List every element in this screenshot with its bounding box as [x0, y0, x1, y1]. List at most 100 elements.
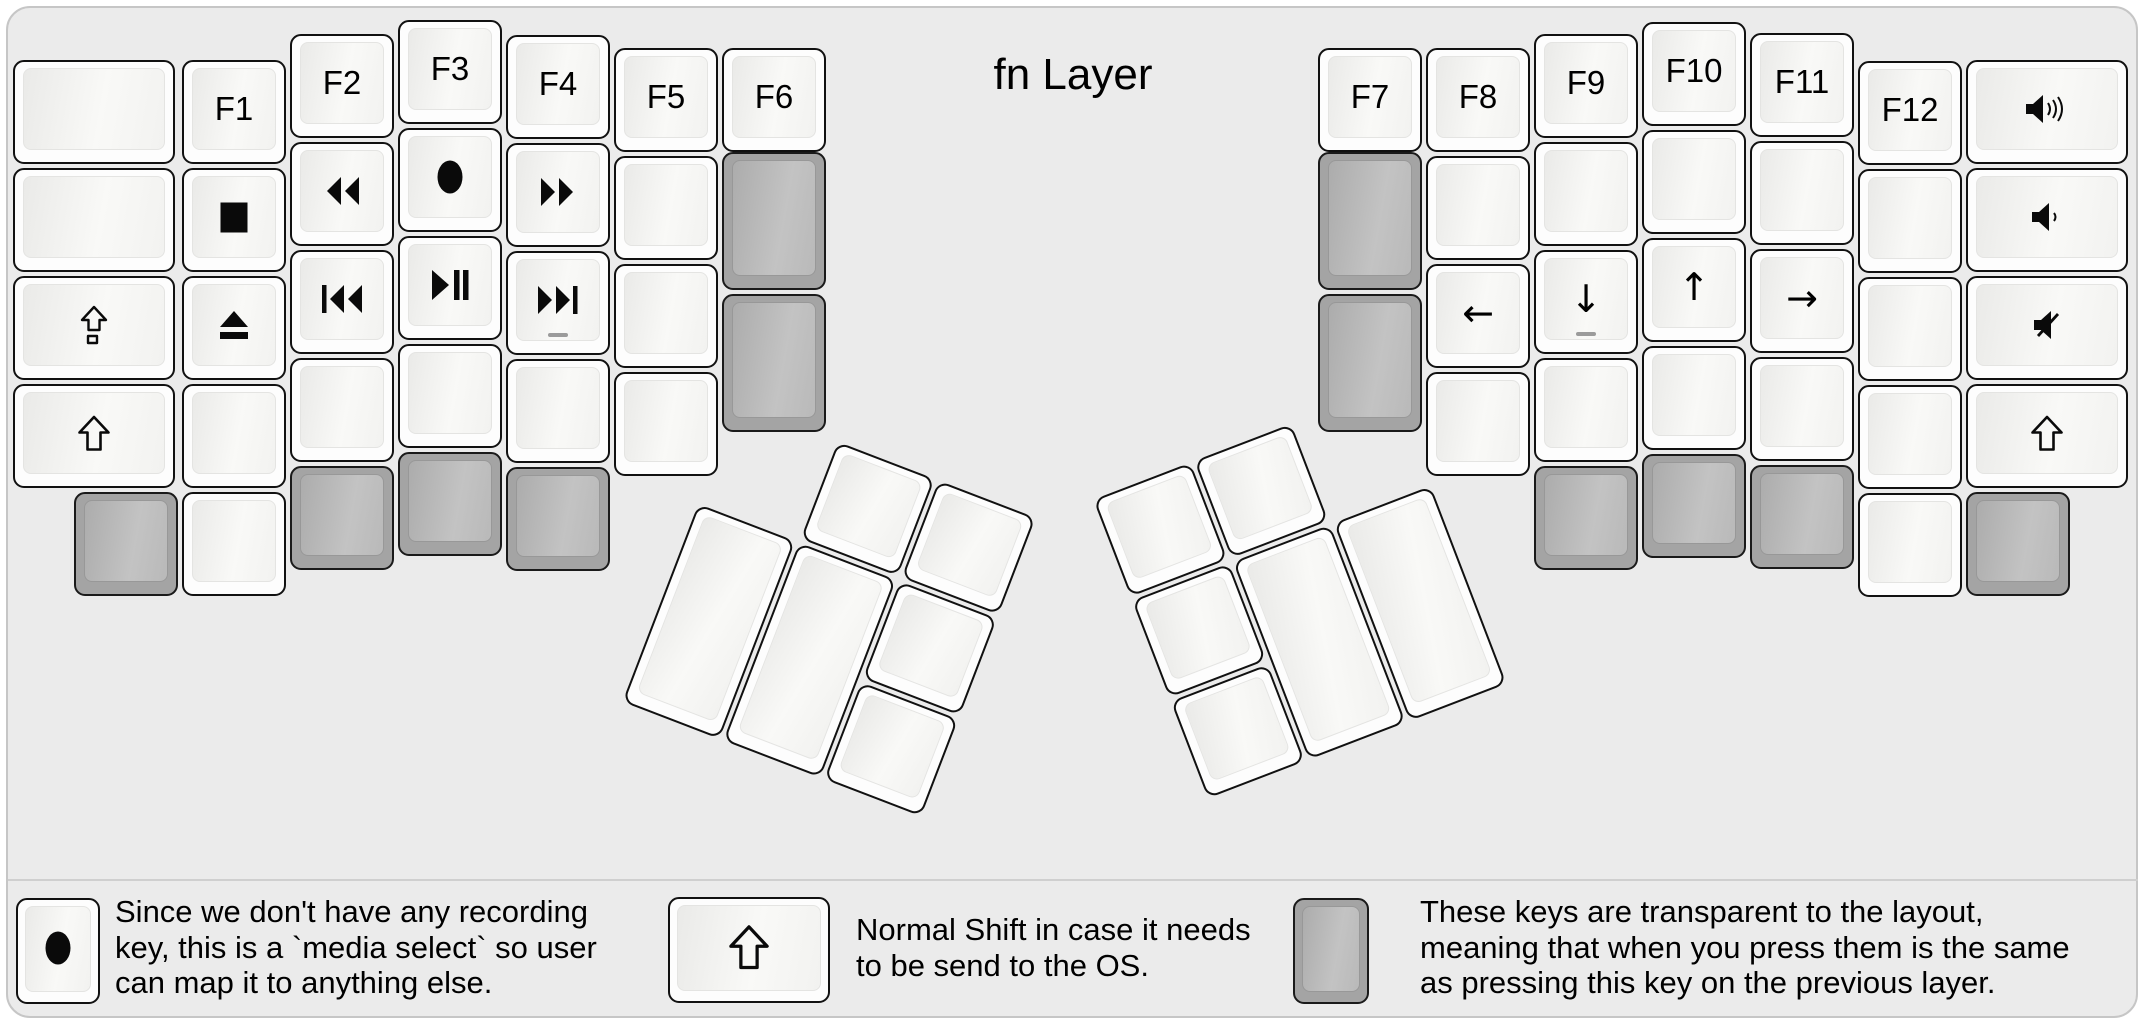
key-label: F3 [430, 50, 470, 87]
key-blank-r-c1-r4[interactable] [1426, 372, 1530, 476]
key-rewind[interactable] [290, 142, 394, 246]
keycap-face [1652, 138, 1736, 220]
keycap-content [508, 145, 608, 239]
key-f4[interactable]: F4 [506, 35, 610, 139]
key-transparent-r-c0-tall2[interactable] [1318, 294, 1422, 432]
key-blank-l-c0-r1[interactable] [13, 60, 175, 164]
key-blank-l-c1-r5[interactable] [182, 492, 286, 596]
key-volume-down[interactable] [1966, 168, 2128, 272]
key-blank-r-c2-r4[interactable] [1534, 358, 1638, 462]
key-blank-r-c1-r2[interactable] [1426, 156, 1530, 260]
key-transparent-l-c4-r5[interactable] [506, 467, 610, 571]
key-skip-back[interactable] [290, 250, 394, 354]
key-f7[interactable]: F7 [1318, 48, 1422, 152]
key-transparent-r-c3-r5[interactable] [1642, 454, 1746, 558]
keycap-face [624, 56, 708, 138]
key-f9[interactable]: F9 [1534, 34, 1638, 138]
key-blank-l-c0-r2[interactable] [13, 168, 175, 272]
homing-bar [1576, 332, 1596, 336]
shift-icon [2031, 415, 2063, 451]
keycap-content: F9 [1536, 36, 1636, 130]
keycap-face [1760, 41, 1844, 123]
key-transparent-r-bottom[interactable] [1966, 492, 2070, 596]
keycap-face [516, 475, 600, 557]
record-icon [45, 931, 71, 965]
shift-icon [729, 924, 769, 969]
key-blank-l-c5-r4[interactable] [614, 372, 718, 476]
key-f8[interactable]: F8 [1426, 48, 1530, 152]
key-transparent-l-bottom[interactable] [74, 492, 178, 596]
key-f3[interactable]: F3 [398, 20, 502, 124]
key-transparent-l-c2-r5[interactable] [290, 466, 394, 570]
homing-bar [548, 333, 568, 337]
keycap-content [18, 900, 98, 996]
key-caps-lock[interactable] [13, 276, 175, 380]
keycap-content: F8 [1428, 50, 1528, 144]
keycap-face [408, 244, 492, 326]
keycap-content [1968, 278, 2126, 372]
keycap-face [624, 164, 708, 246]
key-blank-l-c4-r4[interactable] [506, 359, 610, 463]
key-f1[interactable]: F1 [182, 60, 286, 164]
key-arrow-down[interactable]: ↓ [1534, 250, 1638, 354]
key-blank-l-c1-r4[interactable] [182, 384, 286, 488]
keycap-face [1976, 68, 2118, 150]
key-transparent-l-c6-tall2[interactable] [722, 294, 826, 432]
key-shift-left[interactable] [13, 384, 175, 488]
key-stop[interactable] [182, 168, 286, 272]
key-blank-l-c5-r2[interactable] [614, 156, 718, 260]
key-blank-r-c3-r4[interactable] [1642, 346, 1746, 450]
keycap-face [516, 43, 600, 125]
caps-lock-icon [80, 305, 108, 345]
key-blank-r-c2-r2[interactable] [1534, 142, 1638, 246]
key-arrow-left[interactable]: ← [1426, 264, 1530, 368]
key-skip-forward[interactable] [506, 251, 610, 355]
key-blank-l-c5-r3[interactable] [614, 264, 718, 368]
keycap-face [23, 284, 165, 366]
key-blank-r-c5-r3[interactable] [1858, 277, 1962, 381]
key-blank-r-c4-r4[interactable] [1750, 357, 1854, 461]
keycap-content: F2 [292, 36, 392, 130]
key-arrow-up[interactable]: ↑ [1642, 238, 1746, 342]
play-pause-icon [432, 270, 469, 300]
key-blank-r-c5-r4[interactable] [1858, 385, 1962, 489]
volume-down-icon [2032, 203, 2057, 231]
key-play-pause[interactable] [398, 236, 502, 340]
key-f5[interactable]: F5 [614, 48, 718, 152]
key-transparent-l-c3-r5[interactable] [398, 452, 502, 556]
key-volume-up[interactable] [1966, 60, 2128, 164]
key-fast-forward[interactable] [506, 143, 610, 247]
key-f10[interactable]: F10 [1642, 22, 1746, 126]
keycap-content [508, 253, 608, 347]
keycap-content [292, 252, 392, 346]
key-transparent-r-c4-r5[interactable] [1750, 465, 1854, 569]
key-f11[interactable]: F11 [1750, 33, 1854, 137]
key-media-select-record[interactable] [398, 128, 502, 232]
keycap-face [1760, 365, 1844, 447]
key-mute[interactable] [1966, 276, 2128, 380]
key-f12[interactable]: F12 [1858, 61, 1962, 165]
key-blank-r-c5-r5[interactable] [1858, 493, 1962, 597]
key-f6[interactable]: F6 [722, 48, 826, 152]
keycap-face [1328, 56, 1412, 138]
stop-icon [220, 202, 248, 232]
key-blank-l-c3-r4[interactable] [398, 344, 502, 448]
keycap-face [408, 28, 492, 110]
key-blank-r-c3-r2[interactable] [1642, 130, 1746, 234]
key-f2[interactable]: F2 [290, 34, 394, 138]
key-blank-r-c4-r2[interactable] [1750, 141, 1854, 245]
keycap-face [1760, 149, 1844, 231]
key-shift-right[interactable] [1966, 384, 2128, 488]
key-transparent-r-c2-r5[interactable] [1534, 466, 1638, 570]
key-blank-l-c2-r4[interactable] [290, 358, 394, 462]
key-label: F10 [1665, 52, 1723, 89]
key-arrow-right[interactable]: → [1750, 249, 1854, 353]
key-eject[interactable] [182, 276, 286, 380]
skip-forward-icon [538, 286, 578, 314]
keycap-face [1436, 164, 1520, 246]
key-transparent-r-c0-tall1[interactable] [1318, 152, 1422, 290]
keycap-content [1968, 170, 2126, 264]
keycap-face [1436, 380, 1520, 462]
key-transparent-l-c6-tall1[interactable] [722, 152, 826, 290]
key-blank-r-c5-r2[interactable] [1858, 169, 1962, 273]
